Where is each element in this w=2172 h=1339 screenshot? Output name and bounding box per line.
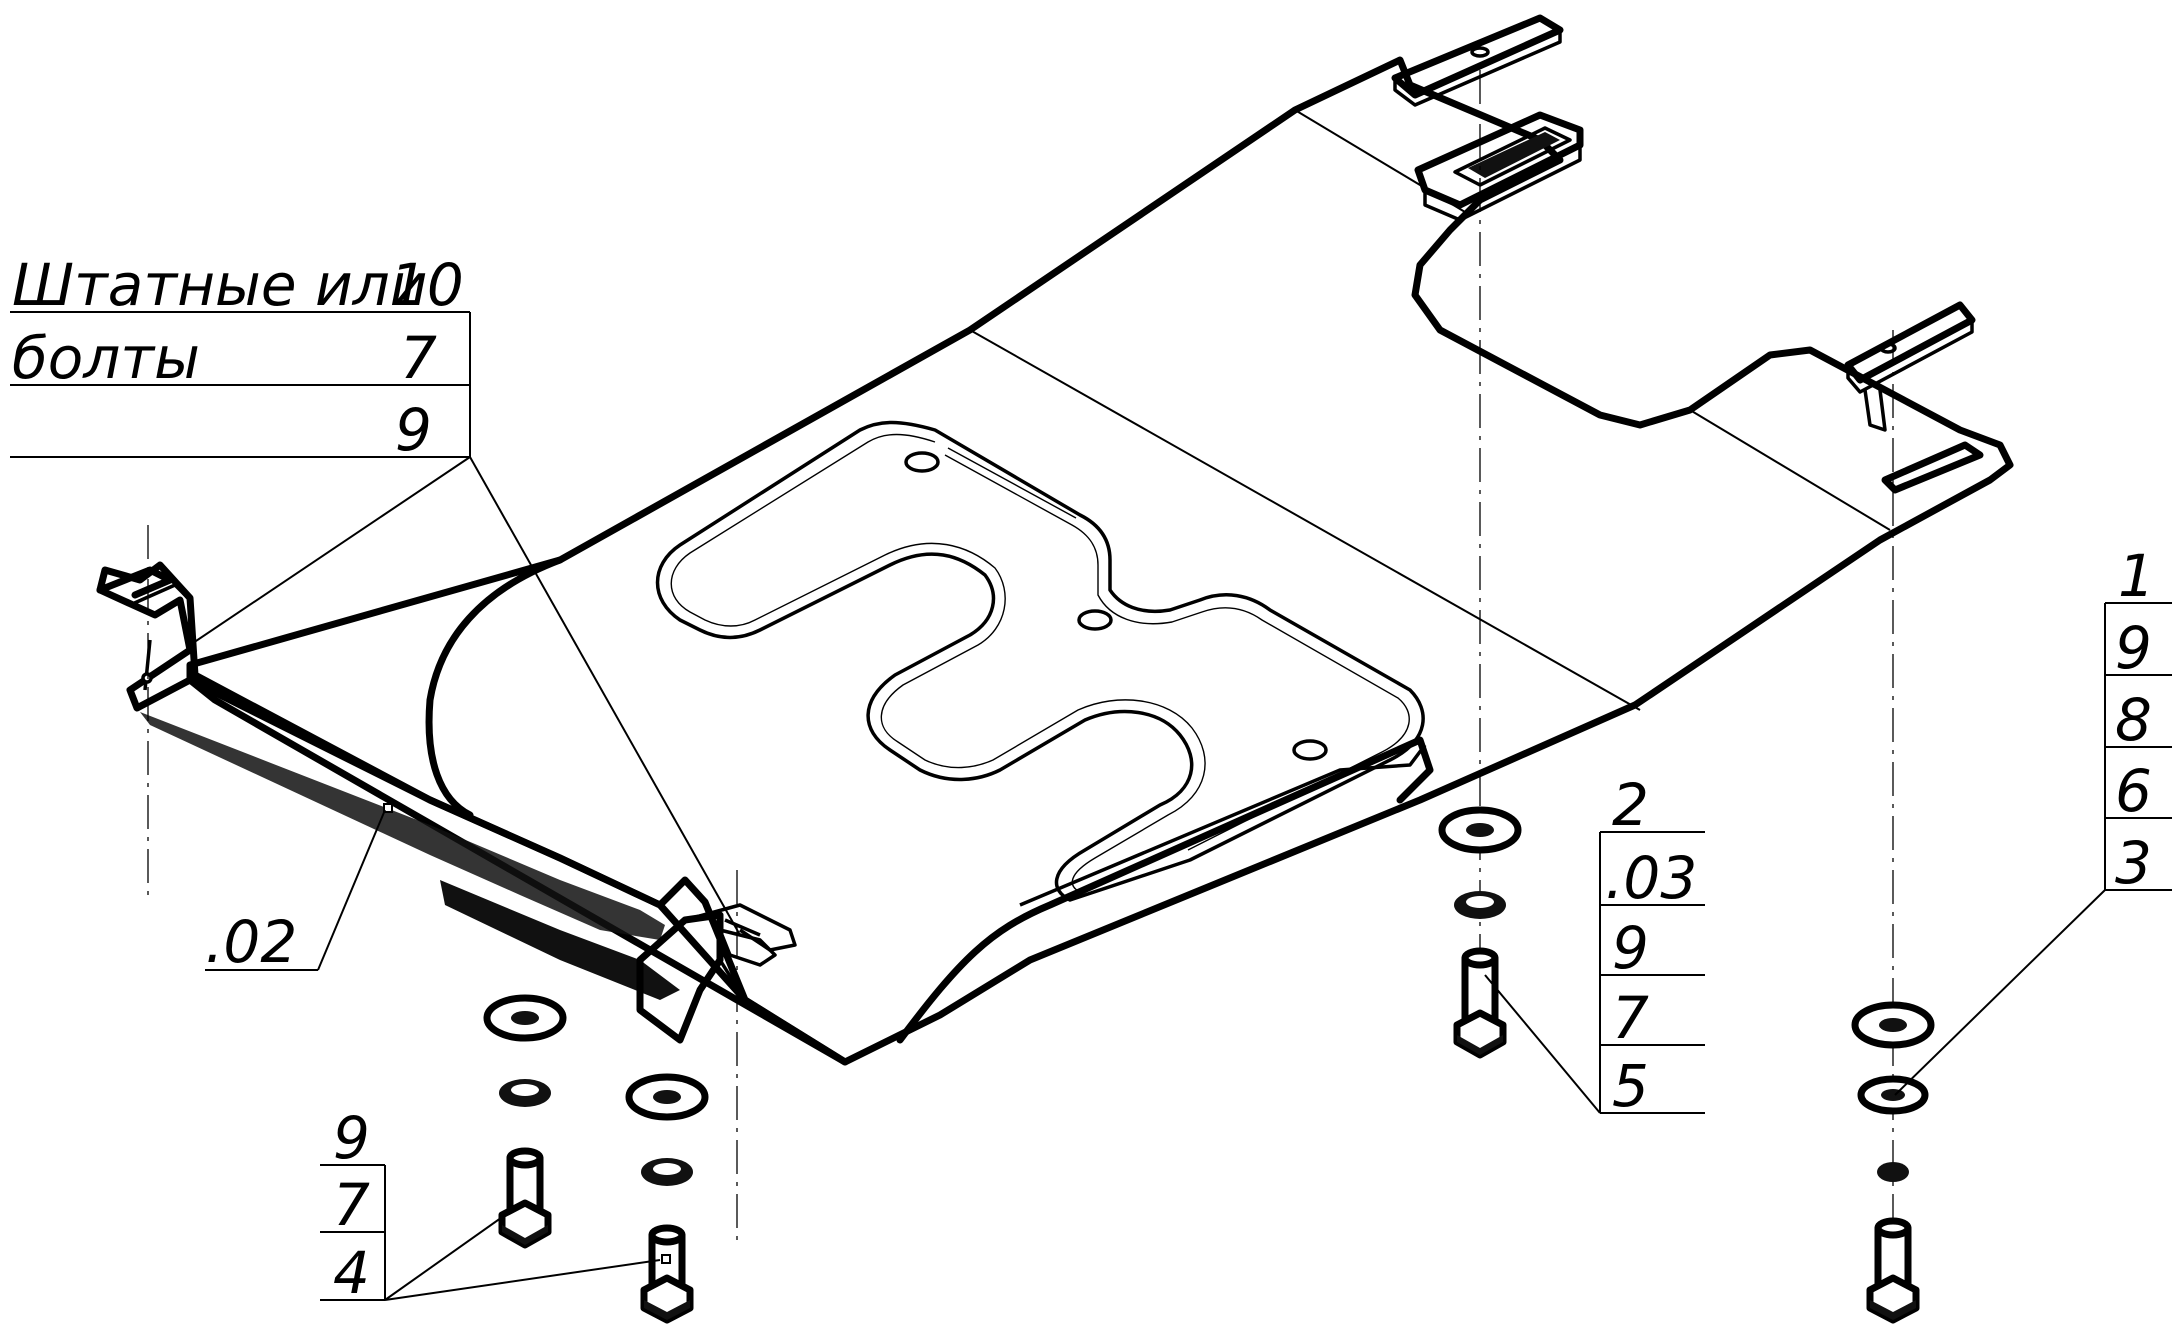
right-label-5: 3 [2115,829,2152,897]
right-label-3: 8 [2115,686,2152,754]
fastener-stack-left-a [483,994,567,1249]
center-axes [147,70,1894,1300]
center-label-3: 9 [1612,914,1649,982]
leader-lines [10,311,2172,1301]
right-label-4: 6 [2115,757,2152,825]
label-part-02: .02 [205,908,297,976]
label-7: 7 [400,324,437,392]
callout-top-left: Штатные или 10 болты 7 9 [12,251,464,464]
label-standard-or: Штатные или [12,251,427,319]
bottom-left-label-2: 7 [333,1171,370,1239]
bottom-left-label-3: 4 [333,1239,370,1307]
fastener-stack-left-b [625,1073,709,1324]
top-bracket-right [1844,301,1984,494]
callout-right: 1 9 8 6 3 [2115,542,2155,897]
skid-plate [96,56,2014,1066]
label-10: 10 [390,251,464,319]
label-9: 9 [395,396,432,464]
callout-bottom-left: 9 7 4 [333,1104,370,1307]
callout-center: 2 .03 9 7 5 [1605,771,1697,1120]
fastener-stack-center [1438,806,1522,1059]
bottom-left-label-1: 9 [333,1104,370,1172]
center-label-2: .03 [1605,844,1697,912]
center-label-4: 7 [1612,984,1649,1052]
label-bolts: болты [12,324,200,392]
right-label-1: 1 [2118,542,2155,610]
fastener-stack-right [1851,1001,1935,1324]
right-label-2: 9 [2115,614,2152,682]
e-stamping [655,420,1425,902]
center-label-1: 2 [1612,771,1649,839]
top-bracket-upper [1391,14,1584,222]
center-label-5: 5 [1612,1052,1649,1120]
